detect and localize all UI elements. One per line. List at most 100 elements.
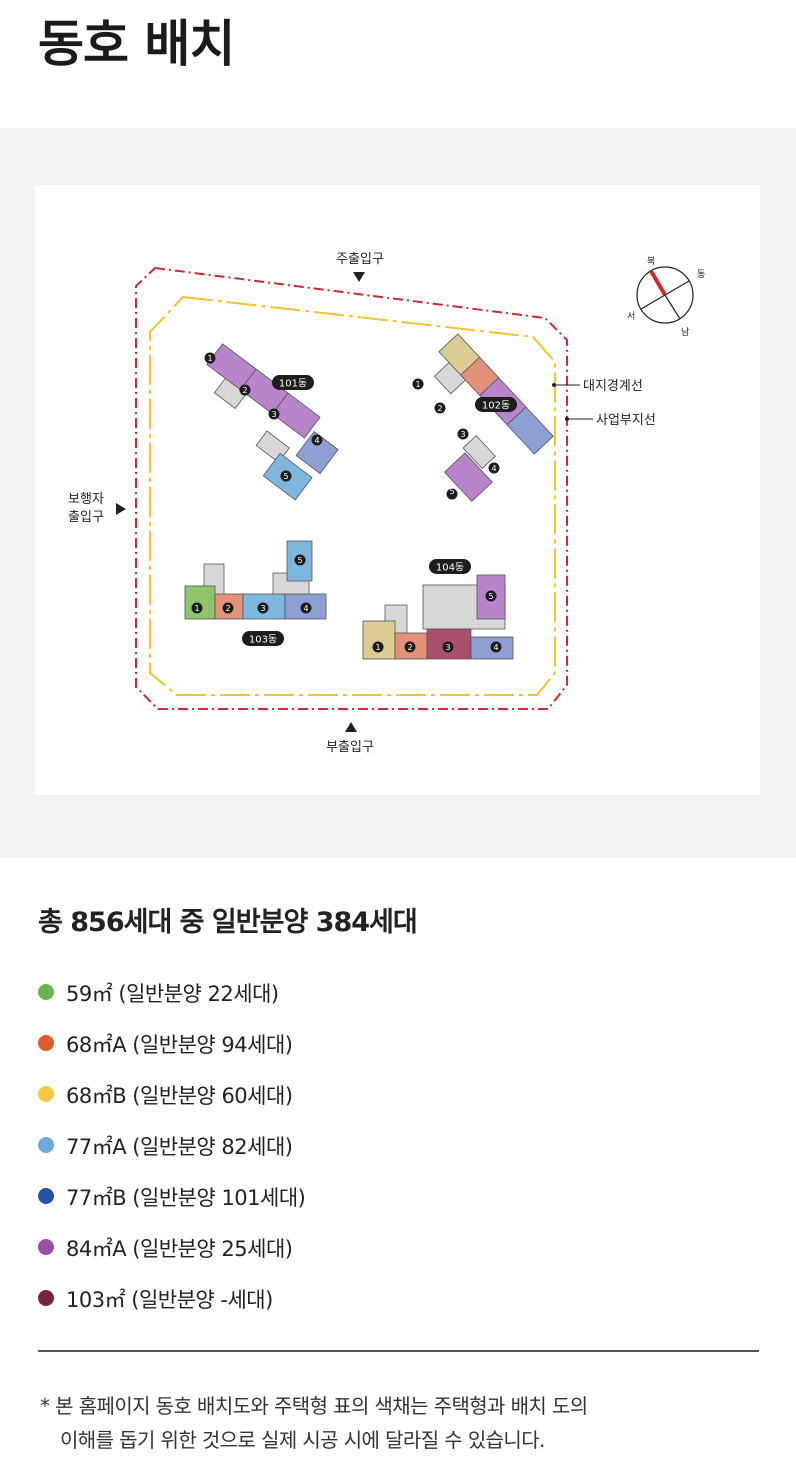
disclaimer-note: * 본 홈페이지 동호 배치도와 주택형 표의 색채는 주택형과 배치 도의 이…	[40, 1389, 760, 1457]
legend-dot-77a	[38, 1137, 54, 1153]
building-102-label-pill	[475, 397, 517, 412]
building-104-unit-badge-2	[404, 641, 416, 653]
legend-item-77a: 77㎡A (일반분양 82세대)	[38, 1131, 305, 1182]
building-104-unit-badge-1	[372, 641, 384, 653]
legend-item-68b: 68㎡B (일반분양 60세대)	[38, 1080, 305, 1131]
disclaimer-line-1: * 본 홈페이지 동호 배치도와 주택형 표의 색채는 주택형과 배치 도의	[40, 1394, 588, 1418]
unit-type-legend: 59㎡ (일반분양 22세대) 68㎡A (일반분양 94세대) 68㎡B (일…	[38, 978, 306, 1335]
disclaimer-line-2: 이해를 돕기 위한 것으로 실제 시공 시에 달라질 수 있습니다.	[60, 1428, 545, 1452]
legend-dot-68a	[38, 1035, 54, 1051]
building-102-unit-2-number: 2	[437, 404, 442, 413]
project-boundary-leader-dot	[565, 417, 569, 421]
legend-label-68b: 68㎡B (일반분양 60세대)	[66, 1084, 293, 1108]
building-102-label: 102동	[482, 400, 510, 412]
pedestrian-entrance-label-line1: 보행자	[68, 491, 104, 507]
project-boundary-line	[149, 295, 556, 696]
compass-south-label: 남	[681, 327, 689, 338]
building-104-unit-5-number: 5	[488, 592, 493, 601]
building-103: 1 2 3 4 5 103동	[184, 540, 327, 646]
site-plan-panel: 주출입구 부출입구 보행자 출입구 대지경계선 사업부지선 북 동 서	[0, 128, 796, 858]
building-102-unit-3-number: 3	[460, 430, 465, 439]
building-104-unit-badge-4	[490, 641, 502, 653]
site-plan-diagram: 주출입구 부출입구 보행자 출입구 대지경계선 사업부지선 북 동 서	[68, 252, 705, 755]
main-entrance-arrow	[353, 272, 365, 282]
building-101-unit-badge-2	[239, 384, 251, 396]
compass-west-label: 서	[627, 311, 635, 322]
building-104: 104동 1 2 3 4 5	[362, 559, 514, 660]
building-102: 102동 1 2 3 4 5	[412, 333, 554, 502]
building-103-unit-2-number: 2	[225, 604, 230, 613]
compass-icon	[636, 266, 694, 324]
building-103-unit-3-number: 3	[260, 604, 265, 613]
legend-dot-103	[38, 1290, 54, 1306]
building-104-unit-3-number: 3	[445, 643, 450, 652]
pedestrian-entrance-label-line2: 출입구	[68, 510, 104, 525]
building-101-unit-1-number: 1	[207, 354, 212, 363]
building-102-unit-badge-5	[446, 488, 458, 500]
building-103-unit-1	[184, 585, 216, 620]
household-summary: 총 856세대 중 일반분양 384세대	[38, 907, 418, 938]
building-101-label-pill	[272, 375, 314, 390]
building-103-unit-4-number: 4	[303, 604, 308, 613]
building-104-unit-1-number: 1	[375, 643, 380, 652]
building-102-unit-badge-1	[412, 378, 424, 390]
building-101-unit-badge-3	[268, 408, 280, 420]
sub-entrance-arrow	[345, 722, 357, 732]
legend-item-103: 103㎡ (일반분양 -세대)	[38, 1284, 305, 1335]
building-102-unit-5-number: 5	[449, 487, 454, 496]
building-103-label-pill	[242, 631, 284, 646]
building-104-label: 104동	[436, 562, 464, 574]
building-102-unit-1-number: 1	[415, 380, 420, 389]
building-104-unit-4-number: 4	[493, 643, 498, 652]
building-102-unit-4-number: 4	[491, 464, 496, 473]
building-103-unit-5-number: 5	[297, 556, 302, 565]
building-103-unit-badge-1	[191, 602, 203, 614]
building-104-unit-1	[362, 620, 396, 660]
building-101-unit-2-number: 2	[242, 386, 247, 395]
building-102-unit-badge-4	[488, 462, 500, 474]
building-101-unit-5-number: 5	[283, 472, 288, 481]
site-boundary-line	[135, 266, 568, 710]
legend-dot-84a	[38, 1239, 54, 1255]
building-101-unit-badge-4	[311, 434, 323, 446]
building-104-unit-badge-3	[442, 641, 454, 653]
legend-label-77b: 77㎡B (일반분양 101세대)	[66, 1186, 306, 1210]
legend-dot-59	[38, 984, 54, 1000]
building-102-unit-badge-2	[434, 402, 446, 414]
site-plan-map: 주출입구 부출입구 보행자 출입구 대지경계선 사업부지선 북 동 서	[35, 185, 760, 795]
building-104-unit-2-number: 2	[407, 643, 412, 652]
compass-east-label: 동	[697, 269, 705, 280]
sub-entrance-label: 부출입구	[326, 740, 374, 755]
building-101-unit-badge-5	[280, 470, 292, 482]
legend-dot-77b	[38, 1188, 54, 1204]
legend-label-84a: 84㎡A (일반분양 25세대)	[66, 1237, 293, 1261]
divider	[38, 1350, 759, 1352]
legend-label-77a: 77㎡A (일반분양 82세대)	[66, 1135, 293, 1159]
building-101-label: 101동	[279, 378, 307, 390]
site-boundary-label: 대지경계선	[583, 379, 643, 394]
building-101-unit-badge-1	[204, 352, 216, 364]
legend-item-59: 59㎡ (일반분양 22세대)	[38, 978, 305, 1029]
building-102-unit-badge-3	[457, 428, 469, 440]
legend-item-68a: 68㎡A (일반분양 94세대)	[38, 1029, 305, 1080]
building-101-unit-3	[271, 392, 321, 439]
building-103-unit-1-number: 1	[194, 604, 199, 613]
building-103-unit-badge-4	[300, 602, 312, 614]
building-103-unit-badge-5	[294, 554, 306, 566]
legend-label-68a: 68㎡A (일반분양 94세대)	[66, 1033, 293, 1057]
legend-label-59: 59㎡ (일반분양 22세대)	[66, 982, 279, 1006]
site-boundary-leader-dot	[552, 383, 556, 387]
building-103-label: 103동	[249, 634, 277, 646]
building-101-unit-4-number: 4	[314, 436, 319, 445]
building-104-unit-badge-5	[485, 590, 497, 602]
building-102-unit-4	[506, 406, 554, 455]
legend-item-77b: 77㎡B (일반분양 101세대)	[38, 1182, 306, 1233]
building-104-label-pill	[429, 559, 471, 574]
legend-label-103: 103㎡ (일반분양 -세대)	[66, 1288, 273, 1312]
page-title: 동호 배치	[38, 15, 235, 73]
pedestrian-entrance-arrow	[116, 503, 126, 515]
building-103-unit-badge-2	[222, 602, 234, 614]
legend-item-84a: 84㎡A (일반분양 25세대)	[38, 1233, 305, 1284]
building-101-unit-4	[295, 431, 339, 475]
building-101: 101동 1 2 3 4 5	[204, 343, 339, 501]
